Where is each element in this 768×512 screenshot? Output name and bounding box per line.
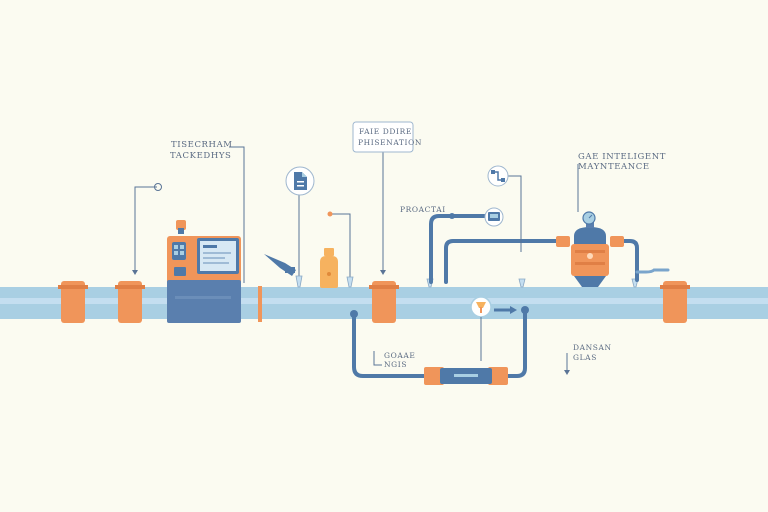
label-bottom-right-1: DANSAN bbox=[573, 343, 612, 352]
label-box bbox=[352, 121, 414, 153]
document-icon bbox=[285, 166, 315, 196]
leader-arrow bbox=[132, 270, 138, 275]
label-top-right-1: GAE INTELIGENT bbox=[578, 152, 666, 162]
bottle-icon bbox=[320, 248, 338, 288]
sensor-probe bbox=[518, 278, 526, 288]
leader-arrow bbox=[380, 270, 386, 275]
upper-branch-pipe bbox=[429, 213, 670, 284]
pin-icon bbox=[154, 183, 162, 191]
bypass-loop bbox=[350, 306, 529, 378]
label-top-right-2: MAYNTEANCE bbox=[578, 162, 650, 172]
label-bottom-right-2: GLAS bbox=[573, 353, 597, 362]
pipe-coupling bbox=[369, 281, 399, 323]
pipe-coupling bbox=[660, 281, 690, 323]
control-cabinet bbox=[167, 220, 241, 323]
label-monitor: PROACTAI bbox=[400, 205, 446, 214]
pressure-regulator-station bbox=[556, 214, 624, 287]
gauge-icon bbox=[582, 211, 596, 225]
leader-arrow bbox=[564, 370, 570, 375]
leader-line bbox=[134, 146, 579, 374]
sensor-probe bbox=[295, 240, 303, 288]
valve-icon bbox=[470, 296, 492, 318]
pipe-marker bbox=[258, 286, 262, 322]
sensor-icon bbox=[487, 165, 509, 187]
pipe-coupling bbox=[58, 281, 88, 323]
label-top-left-1: TISECRHAM bbox=[171, 140, 233, 150]
label-top-left-2: TACKEDHYS bbox=[170, 151, 231, 161]
pipe-coupling bbox=[115, 281, 145, 323]
label-center-2: PHISENATION bbox=[358, 138, 422, 147]
label-bottom-center-1: GOAAE bbox=[384, 351, 415, 360]
leader-dot bbox=[327, 211, 333, 217]
monitor-icon bbox=[484, 207, 504, 227]
label-center-1: FAIE DDIRE bbox=[359, 127, 412, 136]
inline-meter bbox=[424, 367, 508, 385]
nozzle-icon bbox=[264, 254, 296, 276]
label-bottom-center-2: NGIS bbox=[384, 360, 407, 369]
